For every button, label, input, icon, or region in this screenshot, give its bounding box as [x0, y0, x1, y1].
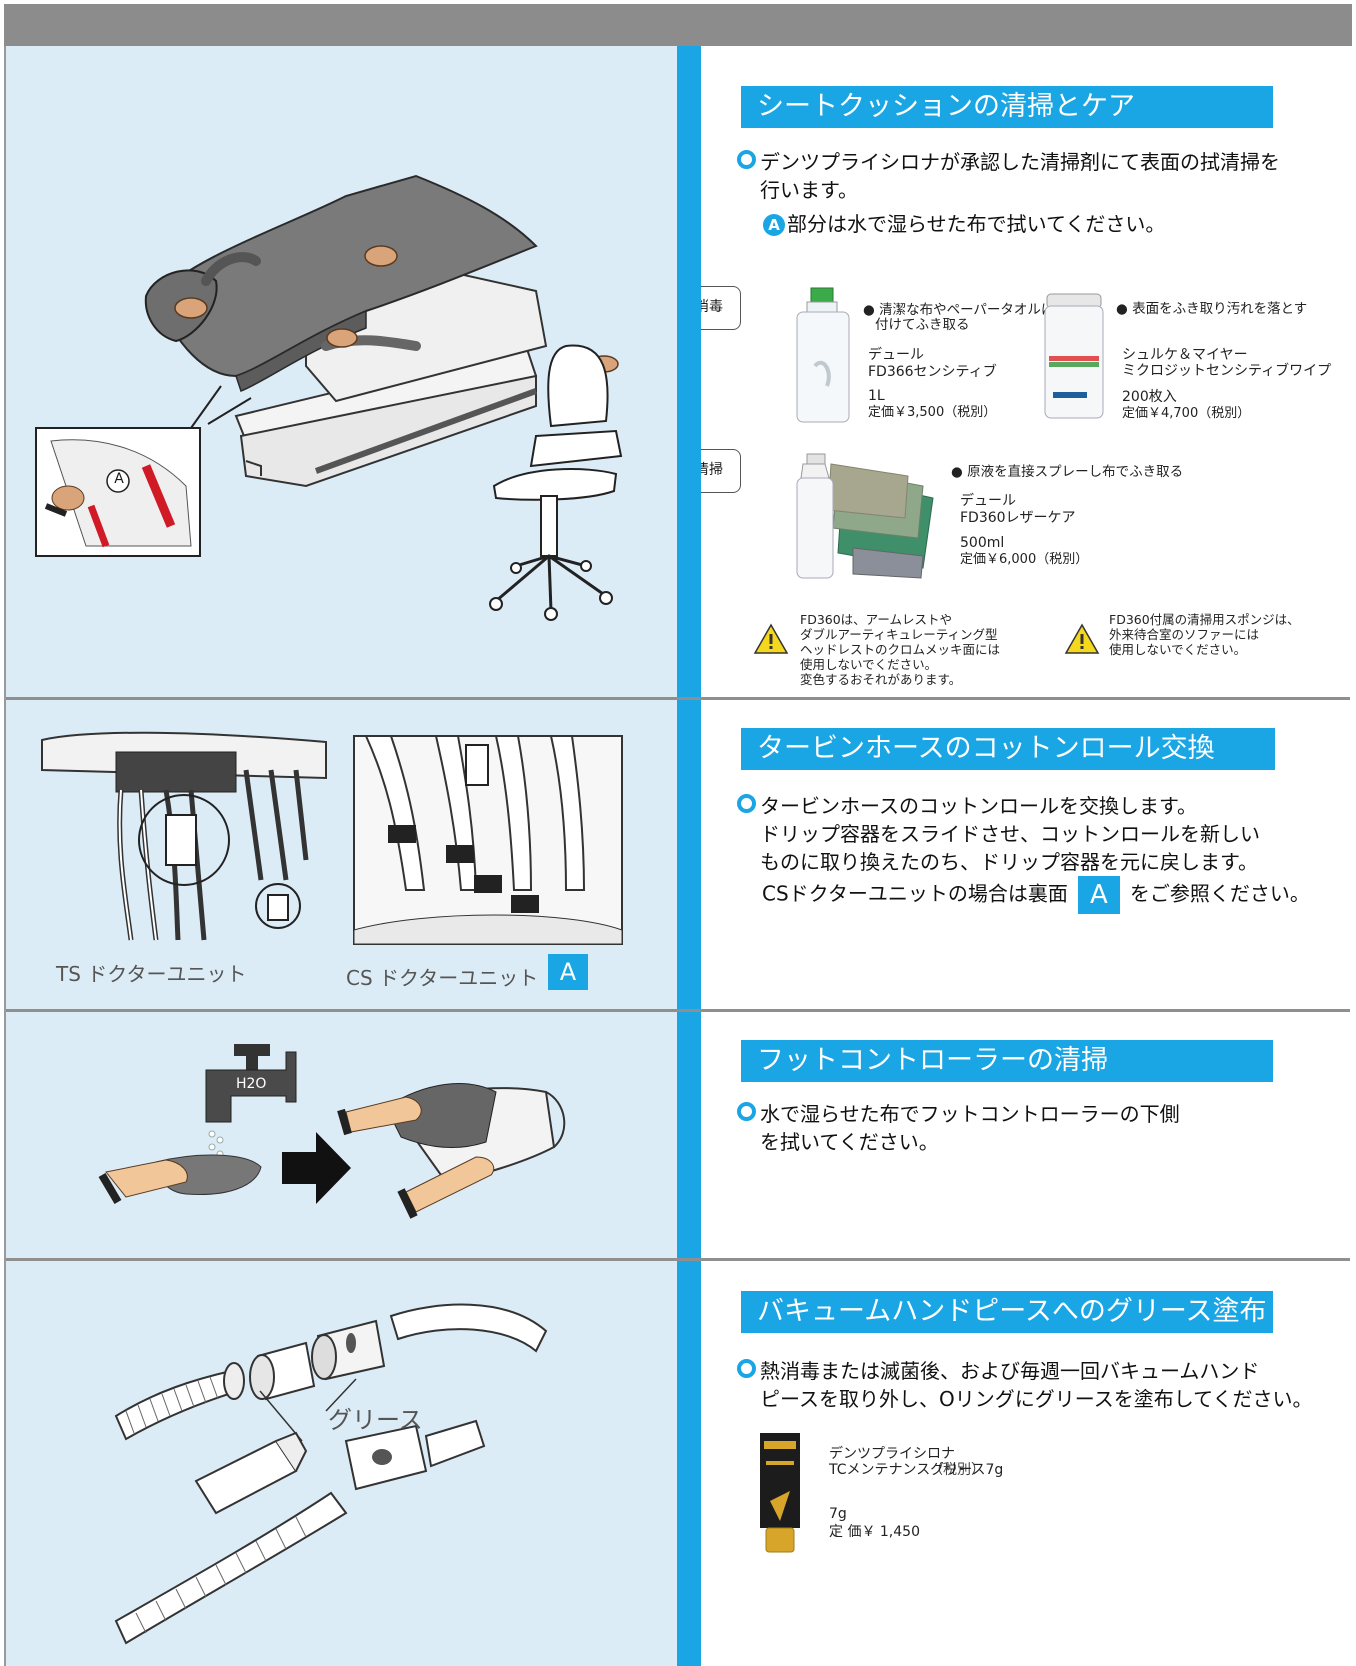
product3-name: FD360レザーケア: [960, 510, 1076, 526]
product1-size: 1L: [868, 388, 885, 404]
bullet-ring-icon: [737, 150, 756, 169]
dental-chair-illustration: [35, 174, 623, 621]
product1-usage-2: 付けてふき取る: [875, 317, 970, 333]
product3-usage: ● 原液を直接スプレーし布でふき取る: [951, 464, 1184, 480]
marker-a-icon: A: [763, 214, 785, 236]
illustration-panel: グリース: [6, 1261, 677, 1666]
section-title: バキュームハンドピースへのグリース塗布: [741, 1291, 1273, 1333]
grease-label: グリース: [328, 1406, 423, 1434]
product1-name: FD366センシティブ: [868, 364, 997, 380]
accent-stripe: [677, 1261, 701, 1666]
illustration-panel: A: [6, 46, 677, 697]
instruction-bullet: タービンホースのコットンロールを交換します。 ドリップ容器をスライドさせ、コット…: [737, 792, 1260, 876]
fd366-bottle-image: [796, 287, 850, 423]
foot-controller-illustration: [98, 1044, 566, 1219]
warning-text-2: FD360付属の清掃用スポンジは、 外来待合室のソファーには 使用しないでくださ…: [1109, 612, 1300, 657]
product2-brand: シュルケ＆マイヤー: [1122, 347, 1248, 363]
grease-tube-image: [760, 1433, 800, 1553]
accent-stripe: [677, 1012, 701, 1258]
reference-a-box: A: [1077, 876, 1120, 914]
fd360-spray-image: [796, 453, 934, 579]
cs-unit-caption: CS ドクターユニット: [346, 966, 539, 990]
text-panel: タービンホースのコットンロール交換 タービンホースのコットンロールを交換します。…: [701, 700, 1350, 1009]
bullet-ring-icon: [737, 1359, 756, 1378]
vacuum-handpiece-illustration: [114, 1303, 548, 1645]
warning-text-1: FD360は、アームレストや ダブルアーティキュレーティング型 ヘッドレストのク…: [800, 612, 1001, 687]
product1-price: 定価￥3,500（税別）: [868, 405, 997, 420]
product3-brand: デュール: [960, 493, 1016, 509]
section-title: タービンホースのコットンロール交換: [741, 728, 1275, 770]
callout-a-label: A: [114, 471, 124, 487]
product3-size: 500ml: [960, 535, 1005, 551]
instruction-bullet: 水で湿らせた布でフットコントローラーの下側 を拭いてください。: [737, 1100, 1180, 1156]
section-seat-cushion: A シートクッションの清掃とケア デンツプライシロナが承認した清掃剤にて表面の拭…: [6, 46, 1350, 697]
section-divider: [6, 697, 1350, 700]
text-panel: バキュームハンドピースへのグリース塗布 熱消毒または滅菌後、および毎週一回バキュ…: [701, 1261, 1350, 1666]
section-title: フットコントローラーの清掃: [741, 1040, 1273, 1082]
warning-icon: [753, 623, 789, 654]
product2-name: ミクロジットセンシティブワイプ: [1122, 363, 1332, 379]
product1-brand: デュール: [868, 347, 924, 363]
reference-a-badge: A: [548, 954, 588, 990]
text-panel: フットコントローラーの清掃 水で湿らせた布でフットコントローラーの下側 を拭いて…: [701, 1012, 1350, 1258]
section-turbine-hose: TS ドクターユニット CS ドクターユニット A タービンホースのコットンロー…: [6, 700, 1350, 1009]
instruction-bullet: 熱消毒または滅菌後、および毎週一回バキュームハンド ピースを取り外し、Oリングに…: [737, 1357, 1313, 1413]
illustration-panel: TS ドクターユニット CS ドクターユニット A: [6, 700, 677, 1009]
product2-price: 定価￥4,700（税別）: [1122, 406, 1251, 421]
product1-usage-1: ● 清潔な布やペーパータオルに: [863, 302, 1055, 318]
faucet-label: H2O: [236, 1076, 267, 1092]
wipe-canister-image: [1044, 293, 1104, 419]
clean-tag: 清掃: [701, 449, 741, 493]
section-divider: [6, 1009, 1350, 1012]
grease-size: 7g: [829, 1506, 847, 1522]
disinfect-tag: 消毒: [701, 286, 741, 330]
header-bar: [4, 4, 1352, 46]
grease-price: 定 価￥ 1,450: [829, 1524, 920, 1540]
doctor-unit-illustration: [41, 731, 623, 945]
accent-stripe: [677, 700, 701, 1009]
grease-name: TCメンテナンスグリース7g: [829, 1462, 1004, 1478]
bullet-ring-icon: [737, 1102, 756, 1121]
ts-unit-caption: TS ドクターユニット: [56, 962, 247, 986]
product2-usage: ● 表面をふき取り汚れを落とす: [1116, 301, 1308, 317]
illustration-panel: H2O: [6, 1012, 677, 1258]
section-foot-controller: H2O フットコントローラーの清掃 水で湿らせた布でフットコントローラーの下側 …: [6, 1012, 1350, 1258]
bullet-ring-icon: [737, 794, 756, 813]
section-vacuum-grease: グリース バキュームハンドピースへのグリース塗布 熱消毒または滅菌後、および毎週…: [6, 1261, 1350, 1666]
instruction-bullet: デンツプライシロナが承認した清掃剤にて表面の拭清掃を 行います。: [737, 148, 1280, 204]
product2-size: 200枚入: [1122, 389, 1177, 405]
grease-overlap-text: （税別）: [929, 1462, 985, 1478]
section-divider: [6, 1258, 1350, 1261]
accent-stripe: [677, 46, 701, 697]
grease-brand: デンツプライシロナ: [829, 1446, 955, 1462]
product3-price: 定価￥6,000（税別）: [960, 552, 1089, 567]
warning-icon: [1064, 623, 1100, 654]
text-panel: シートクッションの清掃とケア デンツプライシロナが承認した清掃剤にて表面の拭清掃…: [701, 46, 1350, 697]
section-title: シートクッションの清掃とケア: [741, 86, 1273, 128]
